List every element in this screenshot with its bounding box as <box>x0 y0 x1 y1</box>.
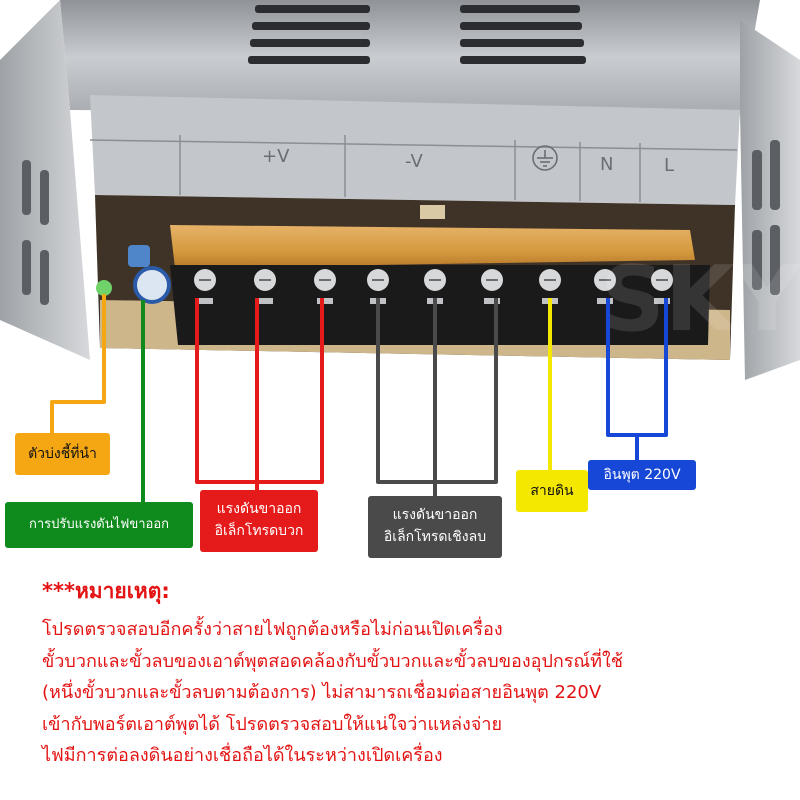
adjust-label: การปรับแรงดันไฟขาออก <box>5 502 193 548</box>
note-block: ***หมายเหตุ: โปรดตรวจสอบอีกครั้งว่าสายไฟ… <box>42 574 787 772</box>
note-line: โปรดตรวจสอบอีกครั้งว่าสายไฟถูกต้องหรือไม… <box>42 619 503 640</box>
note-title: ***หมายเหตุ: <box>42 579 170 603</box>
negative-wire <box>376 298 498 497</box>
note-line: ไฟมีการต่อลงดินอย่างเชื่อถือได้ในระหว่าง… <box>42 745 443 766</box>
potentiometer <box>133 266 171 304</box>
terminal-mark-minus-v: -V <box>405 151 423 172</box>
negative-label: แรงดันขาออก อิเล็กโทรดเชิงลบ <box>368 496 502 558</box>
positive-label: แรงดันขาออก อิเล็กโทรดบวก <box>200 490 318 552</box>
terminal-mark-plus-v: +V <box>262 146 290 167</box>
svg-text:SKY: SKY <box>600 247 800 352</box>
input-label: อินพุต 220V <box>588 460 696 490</box>
ground-label: สายดิน <box>516 470 588 512</box>
ground-symbol-icon <box>532 145 558 171</box>
terminal-mark-l: L <box>664 155 674 176</box>
power-supply-photo: +V -V N L SKY <box>0 0 800 380</box>
led-indicator <box>96 280 112 296</box>
note-line: (หนึ่งขั้วบวกและขั้วลบตามต้องการ) ไม่สาม… <box>42 682 602 703</box>
note-line: เข้ากับพอร์ตเอาต์พุตได้ โปรดตรวจสอบให้แน… <box>42 713 502 735</box>
terminal-mark-n: N <box>600 154 613 175</box>
indicator-label: ตัวบ่งชี้ที่นำ <box>15 433 110 475</box>
input-wire <box>606 298 668 460</box>
indicator-wire <box>50 294 106 434</box>
note-line: ขั้วบวกและขั้วลบของเอาต์พุตสอดคล้องกับขั… <box>42 650 624 672</box>
positive-wire <box>195 298 324 490</box>
